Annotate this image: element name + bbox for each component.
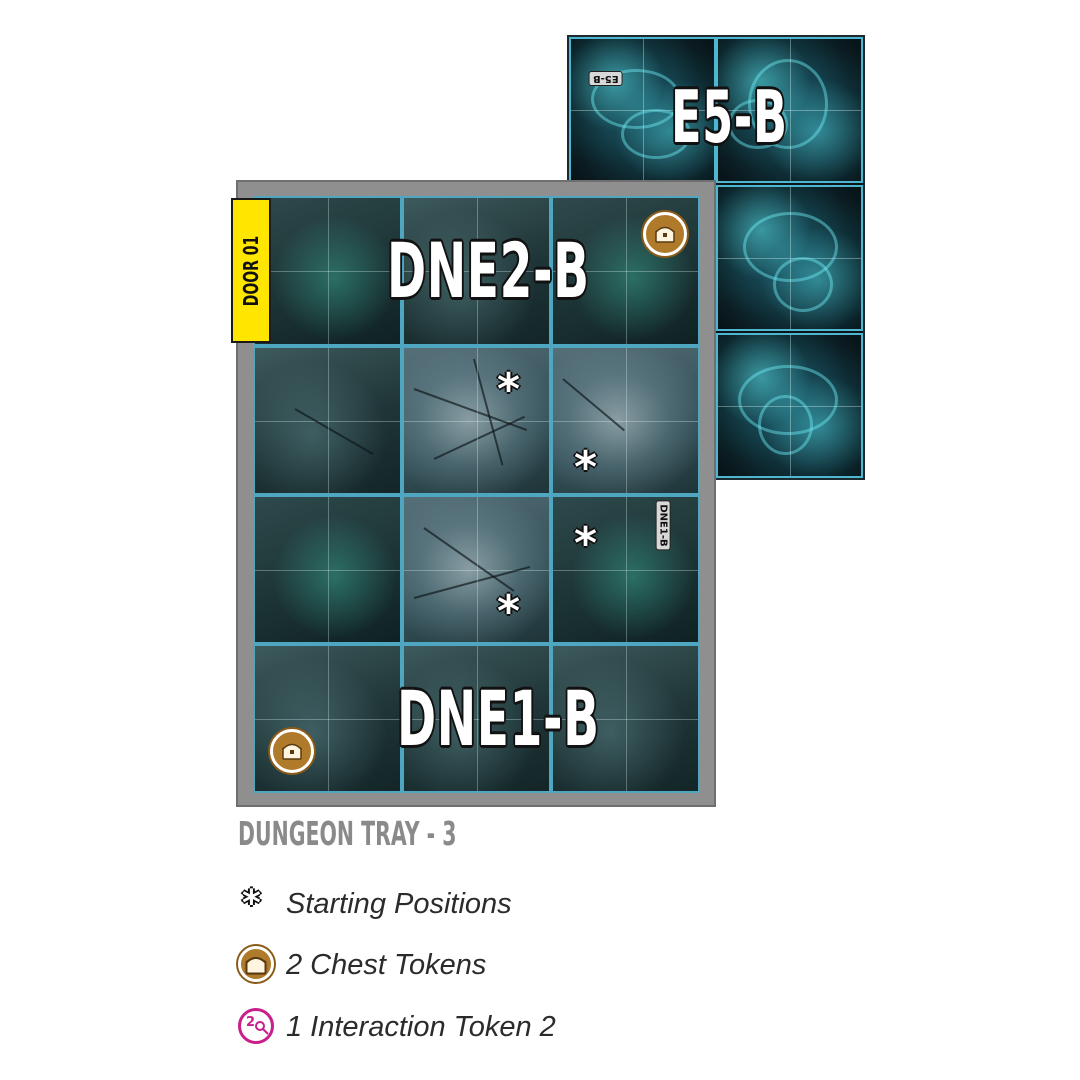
e5-tile xyxy=(716,333,863,478)
starting-position-icon: * xyxy=(242,883,261,924)
legend-label: 1 Interaction Token 2 xyxy=(286,1010,556,1043)
board-tile xyxy=(402,495,551,644)
board-tile xyxy=(551,644,700,793)
chest-token-icon xyxy=(270,729,314,773)
chest-token-icon xyxy=(238,946,276,984)
tray-title: DUNGEON TRAY - 3 xyxy=(238,814,457,853)
legend-item-starting-positions: * Starting Positions xyxy=(238,883,512,924)
board-tile xyxy=(253,495,402,644)
legend-item-chest-tokens: 2 Chest Tokens xyxy=(238,945,486,985)
board-tile xyxy=(253,196,402,346)
legend-label: Starting Positions xyxy=(286,887,512,920)
legend-label: 2 Chest Tokens xyxy=(286,948,487,981)
starting-position-marker: * xyxy=(574,518,598,569)
dne2-b-label: DNE2-B xyxy=(387,226,590,315)
board-tile xyxy=(402,644,551,793)
e5-tile xyxy=(569,37,716,183)
board-tile xyxy=(402,196,551,346)
dungeon-board: DNE1-B xyxy=(253,196,700,793)
legend-item-interaction-token: 2 1 Interaction Token 2 xyxy=(238,1007,556,1047)
board-tile xyxy=(551,495,700,644)
interaction-token-icon: 2 xyxy=(238,1008,276,1046)
dne1-b-label: DNE1-B xyxy=(397,674,600,763)
e5-code-tag: E5-B xyxy=(589,71,623,86)
chest-token-icon xyxy=(643,212,687,256)
e5-tile xyxy=(716,37,863,183)
board-tile xyxy=(253,644,402,793)
board-tile xyxy=(253,346,402,495)
door-01-tag: DOOR 01 xyxy=(231,198,271,343)
dne1-code-tag: DNE1-B xyxy=(655,500,671,551)
e5-b-label: E5-B xyxy=(671,75,788,159)
e5-b-board: E5-B E5-B xyxy=(567,35,865,480)
starting-position-marker: * xyxy=(497,586,521,637)
starting-position-marker: * xyxy=(574,442,598,493)
board-tile xyxy=(402,346,551,495)
starting-position-marker: * xyxy=(497,364,521,415)
board-tile xyxy=(551,346,700,495)
door-01-label: DOOR 01 xyxy=(239,235,263,306)
e5-tile xyxy=(716,185,863,331)
